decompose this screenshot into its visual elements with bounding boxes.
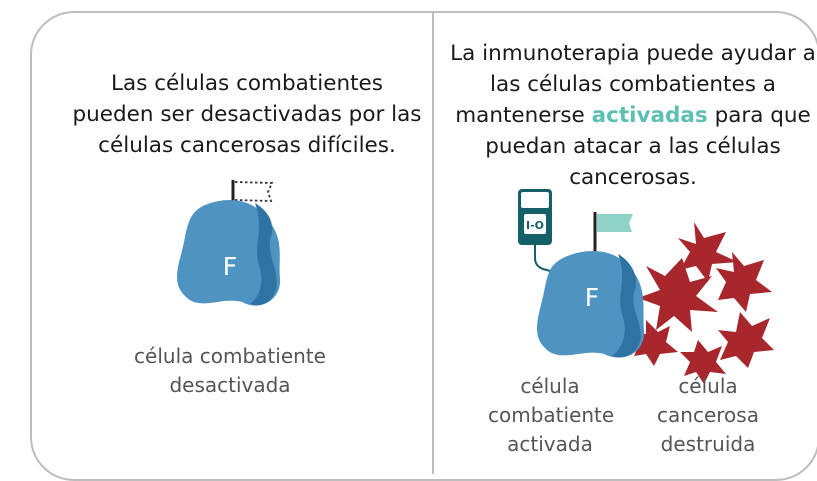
fighter-cell-deactivated: F: [177, 200, 281, 306]
active-cell-letter: F: [585, 283, 599, 312]
iv-label: I-O: [526, 219, 544, 232]
left-panel-text: Las células combatientes pueden ser desa…: [72, 71, 422, 158]
right-text-before: La inmunoterapia puede ayudar a las célu…: [450, 41, 816, 128]
activated-highlight: activadas: [591, 103, 708, 128]
right-text-after: para que puedan atacar a las células can…: [485, 103, 811, 190]
iv-bag-icon: I-O: [518, 189, 566, 277]
caption-destroyed: célula cancerosa destruida: [657, 374, 759, 456]
fighter-cell-activated: F: [537, 250, 645, 358]
caption-activated: célula combatiente activada: [488, 374, 615, 456]
caption-deactivated: célula combatiente desactivada: [134, 344, 326, 397]
destroyed-cancer-cells: [630, 222, 774, 384]
fighter-cell-letter: F: [223, 252, 237, 281]
active-flag-icon: [593, 212, 633, 258]
panel-divider: [432, 11, 434, 474]
right-panel-text: La inmunoterapia puede ayudar a las célu…: [448, 38, 817, 193]
